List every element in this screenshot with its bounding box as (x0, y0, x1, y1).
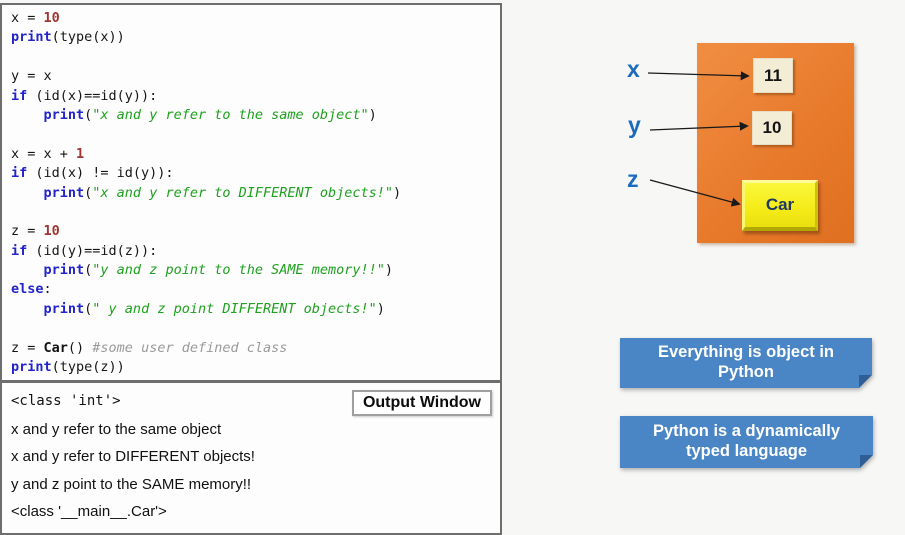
output-line: x and y refer to the same object (11, 420, 222, 438)
code-line: x = 10 (11, 10, 60, 26)
code-line: print(" y and z point DIFFERENT objects!… (43, 300, 385, 317)
folded-corner-icon (860, 455, 873, 468)
code-line: else: (11, 281, 52, 298)
code-line: x = x + 1 (11, 145, 85, 162)
value-box-10: 10 (752, 111, 792, 145)
code-line (11, 125, 500, 144)
code-line: print("x and y refer to the same object"… (43, 106, 377, 123)
arrow-x-to-11 (647, 71, 750, 81)
variable-label-y: y (628, 112, 641, 138)
pointer-arrows (647, 71, 750, 207)
code-line: print("x and y refer to DIFFERENT object… (43, 184, 402, 201)
code-line: z = 10 (11, 223, 60, 240)
code-line: print("y and z point to the SAME memory!… (43, 262, 394, 279)
output-line: y and z point to the SAME memory!! (11, 475, 252, 493)
variable-label-z: z (627, 166, 639, 192)
code-line: if (id(x)==id(y)): (11, 87, 158, 104)
car-object-box: Car (742, 180, 818, 231)
arrow-z-to-car (649, 179, 741, 207)
code-line: print(type(x)) (11, 29, 125, 46)
banner-everything-object-text: Everything is object in Python (657, 343, 835, 381)
code-line (11, 48, 500, 67)
output-window-label: Output Window (351, 390, 492, 416)
code-line: y = x (11, 68, 52, 85)
code-line: if (id(x) != id(y)): (11, 165, 174, 182)
code-line: z = Car() #some user defined class (11, 339, 288, 356)
output-line: <class 'int'> (11, 393, 121, 409)
variable-label-x: x (627, 56, 640, 82)
banner-dynamically-typed-text: Python is a dynamically typed language (652, 422, 841, 460)
value-box-11: 11 (753, 58, 793, 93)
output-line: x and y refer to DIFFERENT objects! (11, 448, 255, 466)
output-panel: Output Window <class 'int'> x and y refer… (0, 381, 502, 535)
memory-diagram: 11 10 Car x y z (600, 40, 900, 260)
code-line (11, 203, 500, 222)
code-line: if (id(y)==id(z)): (11, 242, 158, 259)
code-lines: x = 10 print(type(x)) y = x if (id(x)==id(… (11, 9, 500, 377)
output-line: <class '__main__.Car'> (11, 503, 167, 521)
arrow-y-to-10 (649, 121, 749, 131)
code-line (11, 319, 500, 338)
banner-everything-object: Everything is object in Python (620, 338, 872, 388)
code-line: print(type(z)) (11, 359, 125, 376)
banner-dynamically-typed: Python is a dynamically typed language (620, 416, 873, 468)
code-editor-panel: x = 10 print(type(x)) y = x if (id(x)==id(… (0, 3, 502, 382)
output-lines: <class 'int'> x and y refer to the same o… (11, 388, 500, 526)
folded-corner-icon (859, 375, 872, 388)
